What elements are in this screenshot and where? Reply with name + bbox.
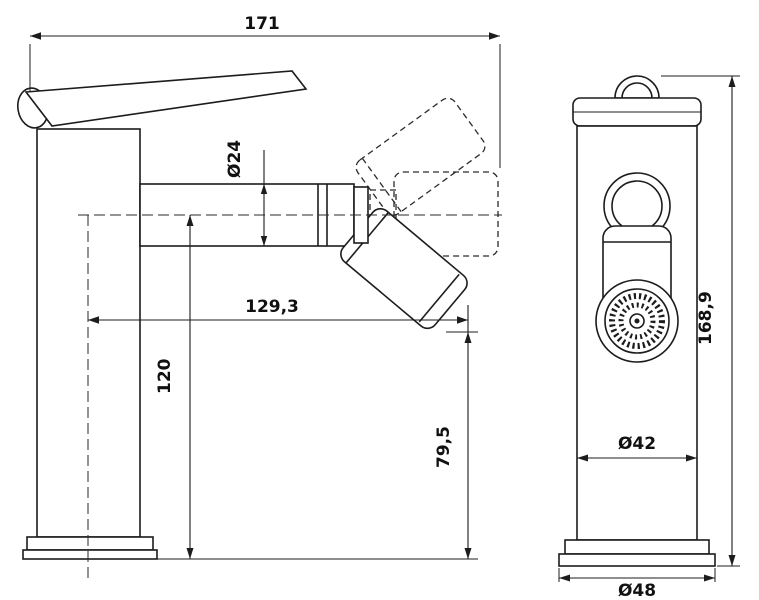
dimension-body-diameter: Ø42 [577, 434, 697, 462]
aerator-center-ring [629, 313, 645, 329]
sprayer-position-up-dashed [355, 97, 486, 216]
dimension-outlet-height: 79,5 [157, 305, 478, 560]
front-view [558, 75, 716, 567]
aerator-knurl-ring-inner [618, 302, 656, 340]
dim-spout-axis-height-label: 120 [155, 358, 175, 394]
front-base-plate [558, 553, 716, 567]
sprayer-position-horizontal-dashed [393, 171, 499, 257]
dimension-spout-axis-height: 120 [155, 215, 194, 559]
front-swivel-ring-inner [611, 180, 663, 232]
dim-total-height-label: 168,9 [696, 291, 716, 345]
dimensions: 171 Ø24 129,3 120 [29, 14, 740, 600]
dimension-base-diameter: Ø48 [558, 568, 716, 600]
dim-body-diameter-label: Ø42 [618, 434, 656, 454]
dimension-overall-length: 171 [29, 14, 501, 168]
side-view [17, 70, 502, 578]
dim-overall-length-label: 171 [244, 14, 280, 34]
dim-spout-reach-label: 129,3 [245, 297, 299, 317]
handle-lever [24, 70, 308, 127]
aerator-center-dot [634, 318, 640, 324]
dimension-spout-diameter: Ø24 [225, 140, 268, 246]
front-handle-dome-inner [621, 82, 653, 99]
dimension-spout-reach: 129,3 [88, 297, 468, 324]
front-handle-dome [614, 75, 660, 99]
aerator-knurl-ring [609, 293, 665, 349]
aerator-rim [604, 288, 670, 354]
dim-outlet-height-label: 79,5 [434, 426, 454, 468]
dim-base-diameter-label: Ø48 [618, 581, 656, 600]
dim-spout-diameter-label: Ø24 [225, 140, 245, 178]
side-base-flange [26, 536, 154, 551]
front-base-flange [564, 539, 710, 555]
dimension-total-height: 168,9 [661, 75, 740, 567]
side-base-plate [22, 549, 158, 560]
